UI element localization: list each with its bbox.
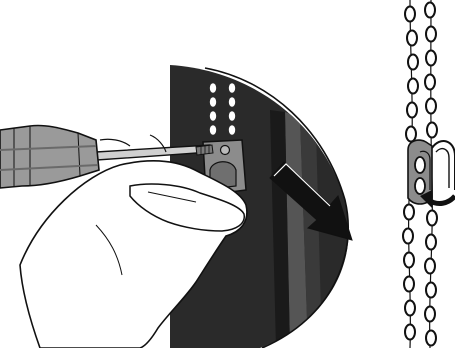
magnified-view: [0, 60, 370, 348]
cord-detail-view: [403, 0, 455, 348]
